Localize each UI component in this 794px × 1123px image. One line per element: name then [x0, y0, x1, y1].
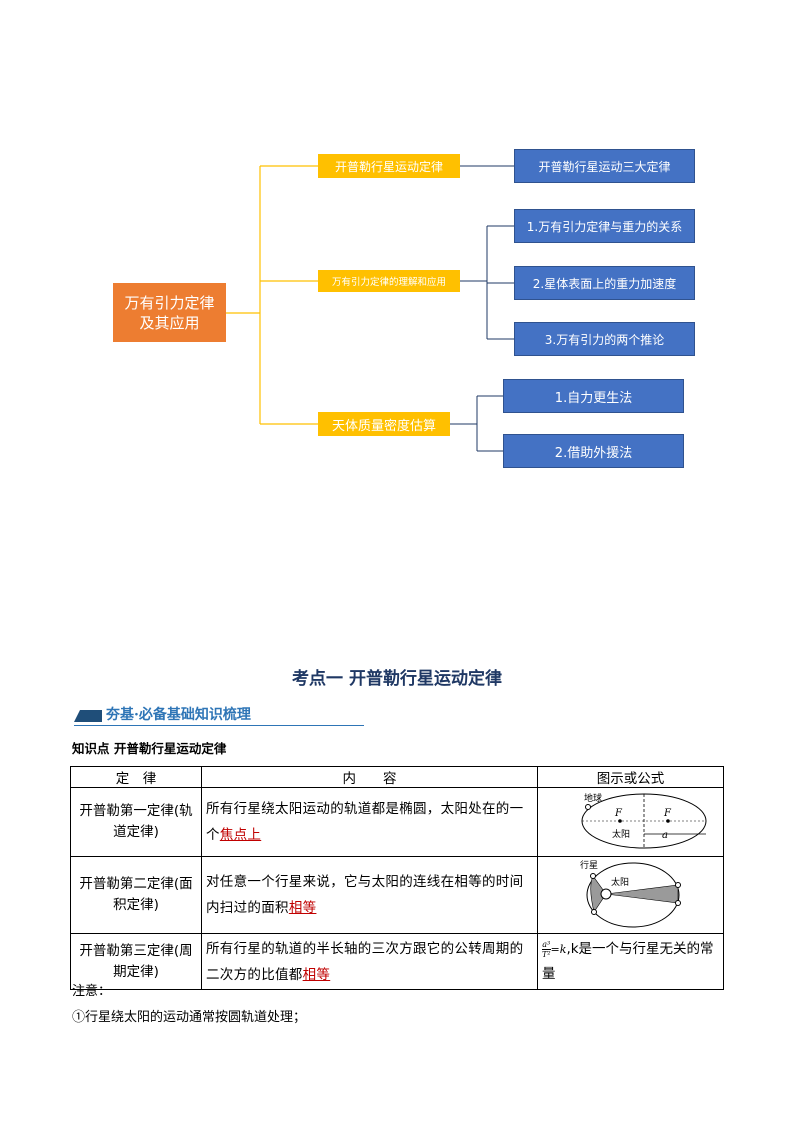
- sun-label: 太阳: [612, 828, 630, 840]
- section-title: 考点一 开普勒行星运动定律: [0, 664, 794, 689]
- earth-label: 地球: [584, 792, 602, 804]
- branch-gravitation: 万有引力定律的理解和应用: [318, 270, 460, 292]
- kepler-laws-table: 定 律 内 容 图示或公式 开普勒第一定律(轨道定律) 所有行星绕太阳运动的轨道…: [70, 766, 724, 990]
- law-content: 所有行星的轨道的半长轴的三次方跟它的公转周期的二次方的比值都相等: [202, 934, 538, 990]
- banner-underline: [74, 725, 364, 726]
- banner-text: 夯基·必备基础知识梳理: [106, 704, 251, 724]
- header-content: 内 容: [202, 767, 538, 788]
- table-row: 开普勒第一定律(轨道定律) 所有行星绕太阳运动的轨道都是椭圆，太阳处在的一个焦点…: [71, 788, 724, 857]
- law-content: 对任意一个行星来说，它与太阳的连线在相等的时间内扫过的面积相等: [202, 857, 538, 934]
- sun-label: 太阳: [611, 876, 629, 888]
- law-content: 所有行星绕太阳运动的轨道都是椭圆，太阳处在的一个焦点上: [202, 788, 538, 857]
- leaf-surface-gravity: 2.星体表面上的重力加速度: [514, 266, 695, 300]
- branch-mass-density: 天体质量密度估算: [318, 412, 450, 436]
- header-figure: 图示或公式: [538, 767, 724, 788]
- leaf-gravity-relation: 1.万有引力定律与重力的关系: [514, 209, 695, 243]
- table-header-row: 定 律 内 容 图示或公式: [71, 767, 724, 788]
- law-highlight: 相等: [289, 900, 317, 916]
- table-row: 开普勒第三定律(周期定律) 所有行星的轨道的半长轴的三次方跟它的公转周期的二次方…: [71, 934, 724, 990]
- branch-kepler: 开普勒行星运动定律: [318, 154, 460, 178]
- table-row: 开普勒第二定律(面积定律) 对任意一个行星来说，它与太阳的连线在相等的时间内扫过…: [71, 857, 724, 934]
- leaf-two-corollaries: 3.万有引力的两个推论: [514, 322, 695, 356]
- law-name: 开普勒第二定律(面积定律): [71, 857, 202, 934]
- mindmap-root: 万有引力定律及其应用: [113, 283, 226, 342]
- svg-text:a: a: [662, 830, 668, 841]
- svg-text:F: F: [663, 808, 672, 819]
- planet-label: 行星: [580, 859, 598, 871]
- section-banner: 夯基·必备基础知识梳理: [74, 703, 364, 727]
- law-highlight: 焦点上: [220, 827, 261, 843]
- header-law: 定 律: [71, 767, 202, 788]
- note-label: 注意：: [72, 980, 111, 999]
- leaf-kepler-three-laws: 开普勒行星运动三大定律: [514, 149, 695, 183]
- svg-text:F: F: [614, 808, 623, 819]
- leaf-external-aid: 2.借助外援法: [503, 434, 684, 468]
- knowledge-point-title: 知识点 开普勒行星运动定律: [72, 738, 226, 757]
- law-name: 开普勒第一定律(轨道定律): [71, 788, 202, 857]
- banner-bar: [74, 710, 102, 722]
- ellipse-diagram: 地球 F F 太阳 a: [538, 788, 724, 857]
- law-highlight: 相等: [303, 967, 331, 983]
- note-item-1: ①行星绕太阳的运动通常按圆轨道处理；: [72, 1006, 306, 1025]
- area-diagram: 行星 太阳: [538, 857, 724, 934]
- leaf-self-reliance: 1.自力更生法: [503, 379, 684, 413]
